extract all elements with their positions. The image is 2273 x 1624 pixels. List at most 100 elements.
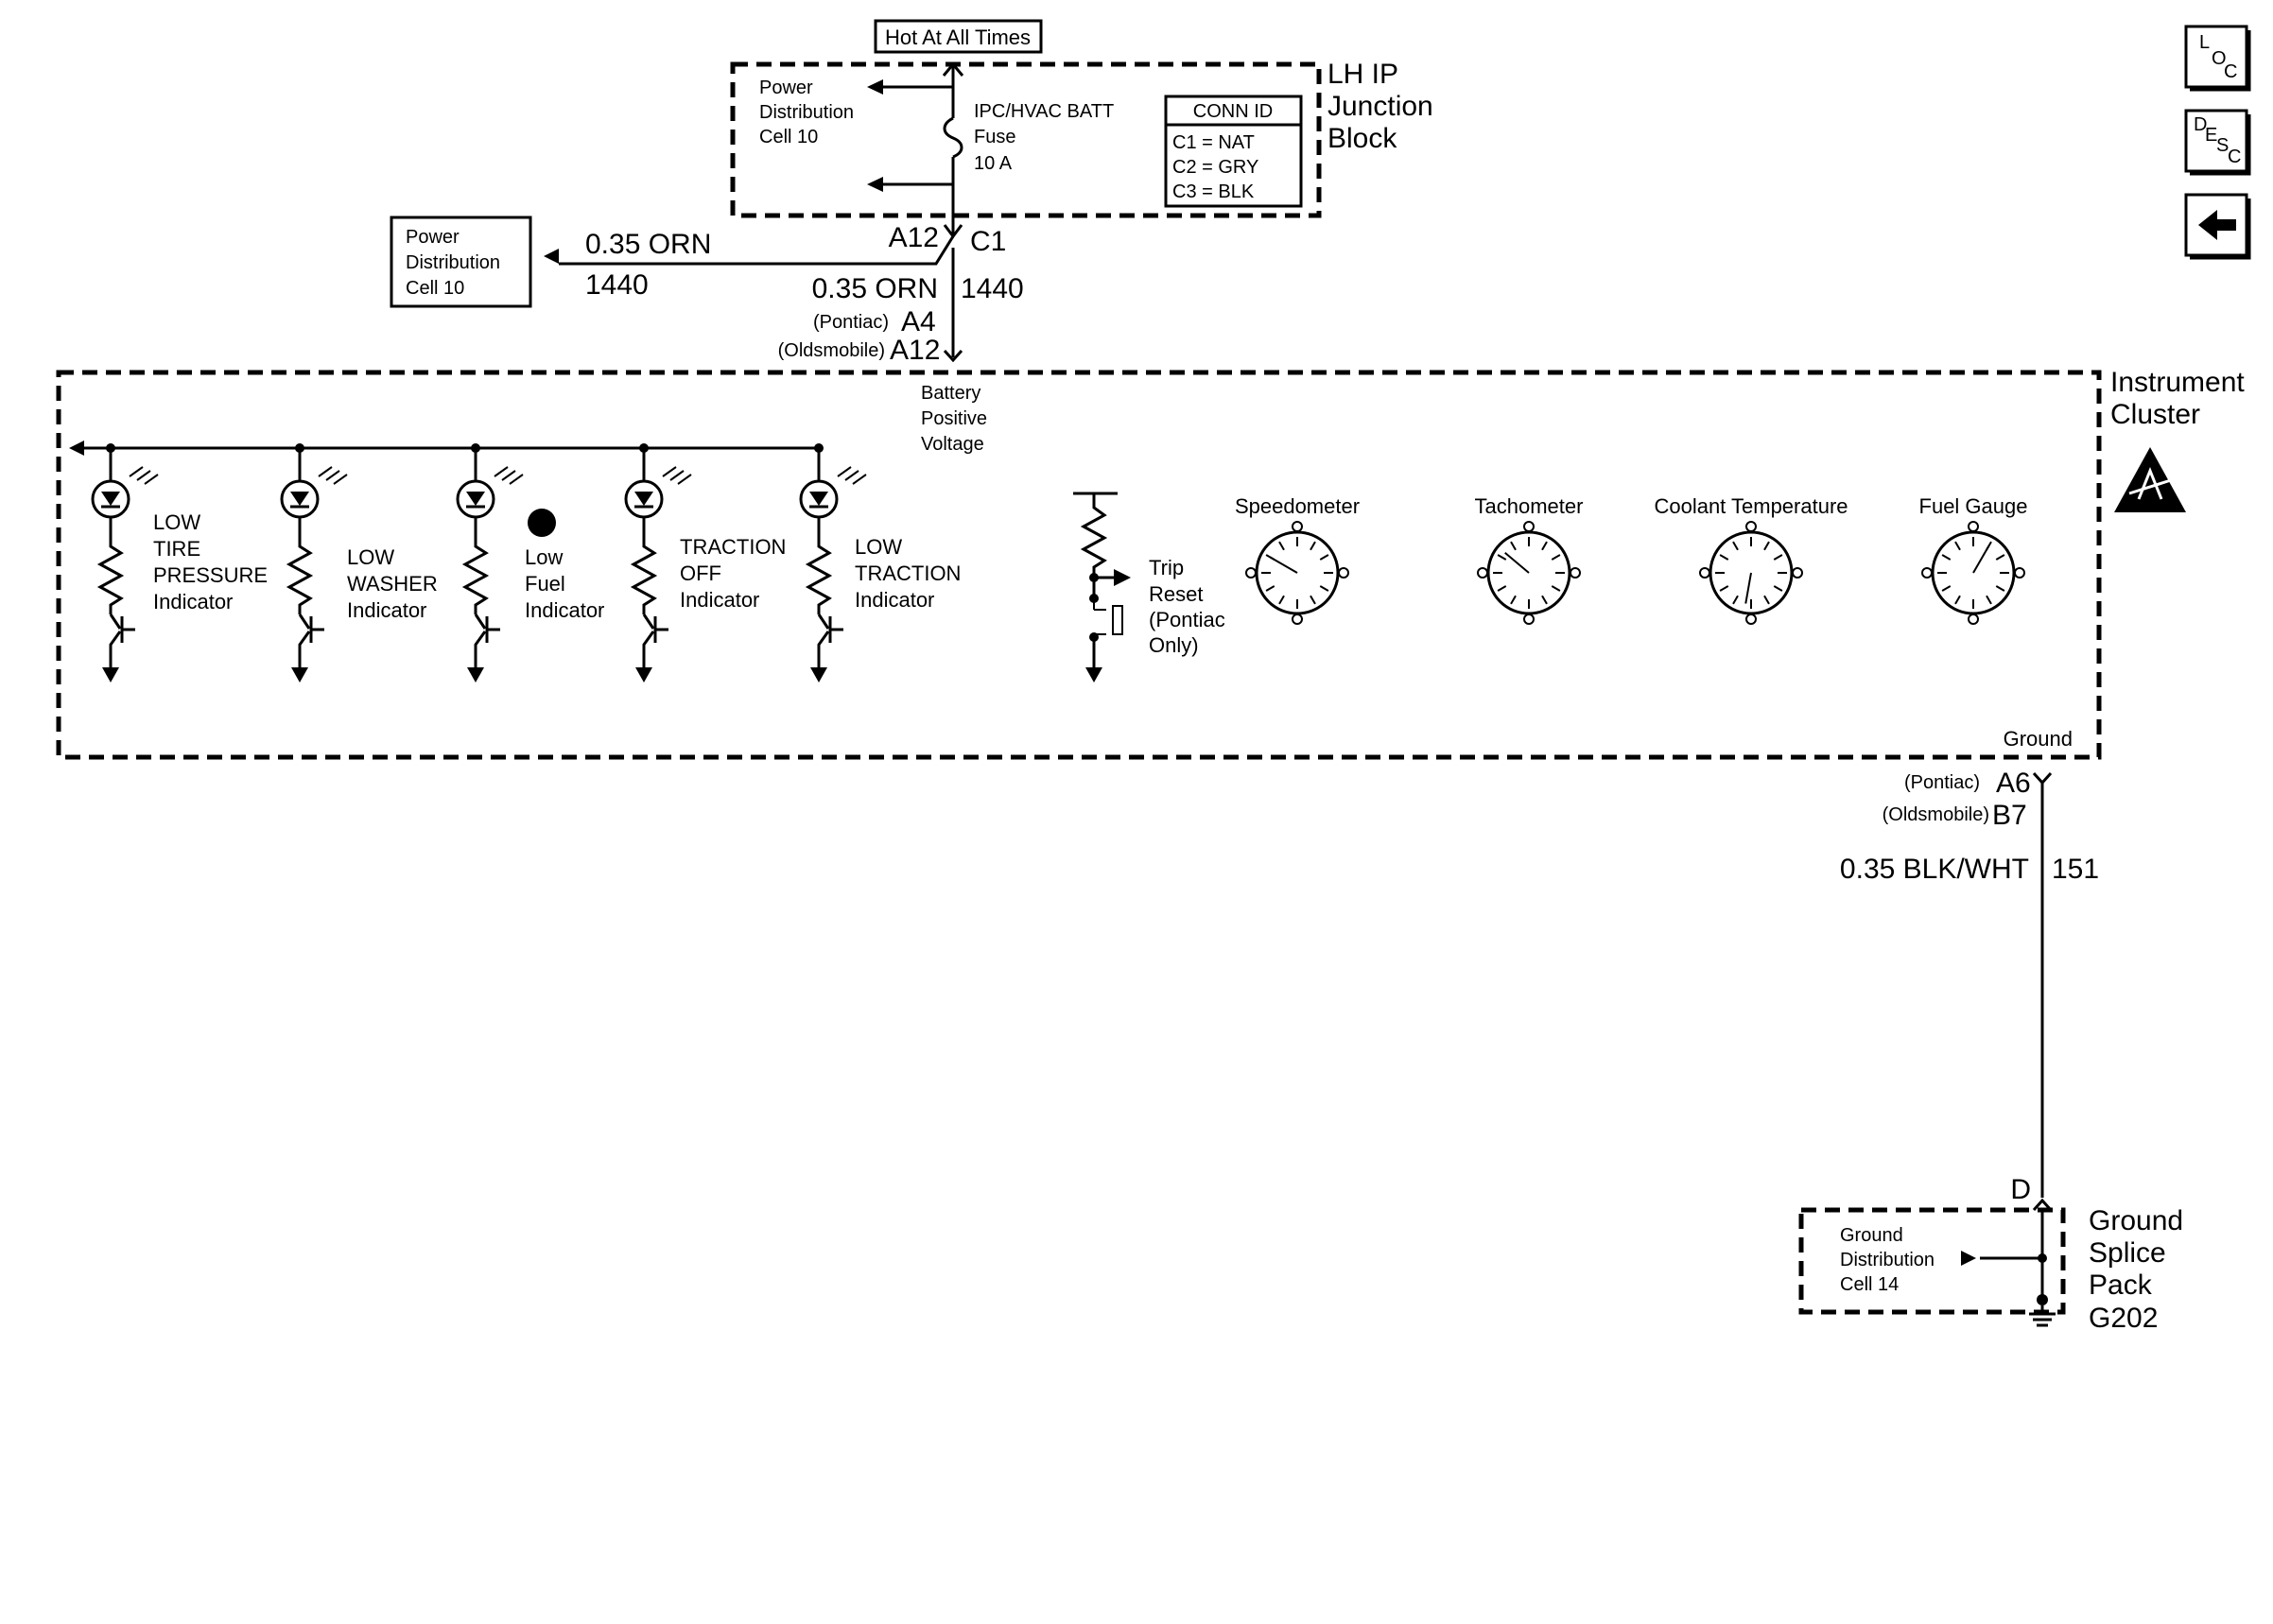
ground-pontiac-pin: A6 [1996, 768, 2031, 799]
indicator-label: Indicator [153, 590, 233, 613]
oldsmobile-label: (Oldsmobile) [778, 340, 885, 361]
fuse-label-1: IPC/HVAC BATT [974, 101, 1114, 122]
gauge: Coolant Temperature [1654, 494, 1848, 625]
gauge-label: Fuel Gauge [1919, 494, 2028, 518]
wire-top-connector: C1 [970, 226, 1006, 257]
arrow-down-icon [635, 667, 652, 682]
battery-positive-3: Voltage [921, 434, 984, 455]
hot-at-all-times-label: Hot At All Times [885, 26, 1031, 49]
junction-block-title-2: Junction [1327, 91, 1433, 122]
indicator-label: OFF [680, 561, 721, 585]
loc-button[interactable]: L O C [2184, 25, 2251, 92]
splice-pack-2: Splice [2089, 1237, 2166, 1269]
pontiac-pin: A4 [901, 306, 936, 337]
power-dist-line-1: Power [406, 227, 460, 248]
oldsmobile-pin: A12 [890, 335, 940, 366]
hot-at-all-times-box: Hot At All Times [874, 19, 1043, 54]
wire-1440-horizontal: 0.35 ORN 1440 A12 C1 [544, 222, 1006, 301]
ground-splice-pack: Ground Distribution Cell 14 Ground Splic… [1798, 1205, 2183, 1334]
arrow-right-icon [1114, 569, 1131, 586]
arrow-down-icon [1085, 667, 1102, 682]
jb-power-dist-1: Power [759, 78, 813, 98]
conn-id-row-2: C2 = GRY [1172, 157, 1258, 178]
conn-id-header: CONN ID [1193, 101, 1273, 122]
trip-reset-3: (Pontiac [1149, 608, 1225, 631]
arrow-down-icon [467, 667, 484, 682]
arrow-right-icon [544, 249, 559, 264]
ground-dist-3: Cell 14 [1840, 1274, 1899, 1295]
jb-power-dist-3: Cell 10 [759, 127, 818, 147]
power-dist-line-3: Cell 10 [406, 278, 464, 299]
instrument-cluster-title-2: Cluster [2110, 399, 2200, 430]
led-icon [624, 466, 692, 519]
indicator-label: TRACTION [855, 561, 961, 585]
junction-block-title-3: Block [1327, 123, 1397, 154]
conn-id-row-1: C1 = NAT [1172, 132, 1255, 153]
trip-reset-4: Only) [1149, 633, 1199, 657]
indicator-label: Indicator [525, 598, 604, 622]
power-dist-line-2: Distribution [406, 252, 500, 273]
ground-olds-label: (Oldsmobile) [1883, 804, 1989, 825]
led-icon [456, 466, 524, 519]
arrow-left-icon [867, 79, 883, 95]
arrow-down-icon [810, 667, 827, 682]
gauge: Fuel Gauge [1919, 494, 2028, 625]
indicator-label: WASHER [347, 572, 438, 596]
ground-symbol-icon [2029, 1305, 2056, 1327]
desc-letter-d: D [2194, 114, 2207, 135]
pontiac-label: (Pontiac) [813, 312, 889, 333]
loc-letter-c: C [2224, 61, 2237, 82]
instrument-cluster: Instrument Cluster Battery Positive Volt… [56, 367, 2245, 760]
gauge-dial-icon [1245, 521, 1349, 625]
low-fuel-dot-icon [528, 509, 556, 537]
arrow-left-icon [2198, 210, 2236, 240]
fuse-label-3: 10 A [974, 153, 1013, 174]
conn-id-table: CONN ID C1 = NAT C2 = GRY C3 = BLK [1164, 95, 1303, 208]
esd-warning-icon [2114, 447, 2186, 512]
ground-wire-gauge: 0.35 BLK/WHT [1840, 854, 2029, 885]
trip-reset-2: Reset [1149, 582, 1203, 606]
indicator-label: PRESSURE [153, 563, 268, 587]
arrow-down-icon [102, 667, 119, 682]
indicator-label: LOW [855, 535, 902, 559]
battery-positive-1: Battery [921, 383, 980, 404]
ground-dist-2: Distribution [1840, 1250, 1935, 1270]
desc-letter-c: C [2228, 147, 2241, 167]
back-button[interactable] [2184, 193, 2251, 260]
conn-id-row-3: C3 = BLK [1172, 181, 1255, 202]
desc-button[interactable]: D E S C [2184, 109, 2251, 176]
gauge-dial-icon [1477, 521, 1581, 625]
led-icon [91, 466, 159, 519]
trip-reset-switch: Trip Reset (Pontiac Only) [1073, 492, 1225, 682]
splice-pin: D [2010, 1174, 2031, 1205]
indicator-label: Low [525, 545, 563, 569]
indicator-label: Indicator [855, 588, 934, 612]
arrow-right-icon [1961, 1251, 1976, 1266]
arrow-right-icon [69, 441, 84, 456]
loc-letter-o: O [2212, 48, 2227, 69]
desc-letter-s: S [2216, 135, 2229, 156]
desc-letter-e: E [2205, 125, 2217, 146]
splice-pack-4: G202 [2089, 1303, 2158, 1334]
indicator-label: TRACTION [680, 535, 786, 559]
wire-top-circuit: 1440 [585, 269, 649, 301]
trip-reset-1: Trip [1149, 556, 1184, 579]
indicator-label: Indicator [347, 598, 426, 622]
junction-block-title-1: LH IP [1327, 59, 1398, 90]
gauge-dial-icon [1921, 521, 2025, 625]
lh-ip-junction-block: LH IP Junction Block Power Distribution … [730, 59, 1433, 236]
gauge-dial-icon [1699, 521, 1803, 625]
splice-pack-1: Ground [2089, 1205, 2183, 1236]
wire-151-ground: (Pontiac) A6 (Oldsmobile) B7 0.35 BLK/WH… [1840, 768, 2099, 1212]
gauge-label: Coolant Temperature [1654, 494, 1848, 518]
led-icon [280, 466, 348, 519]
fuse-label-2: Fuse [974, 127, 1015, 147]
gauge: Tachometer [1475, 494, 1583, 625]
indicator-circuits: LOWTIREPRESSUREIndicatorLOWWASHERIndicat… [91, 443, 961, 682]
ground-wire-circuit: 151 [2052, 854, 2099, 885]
